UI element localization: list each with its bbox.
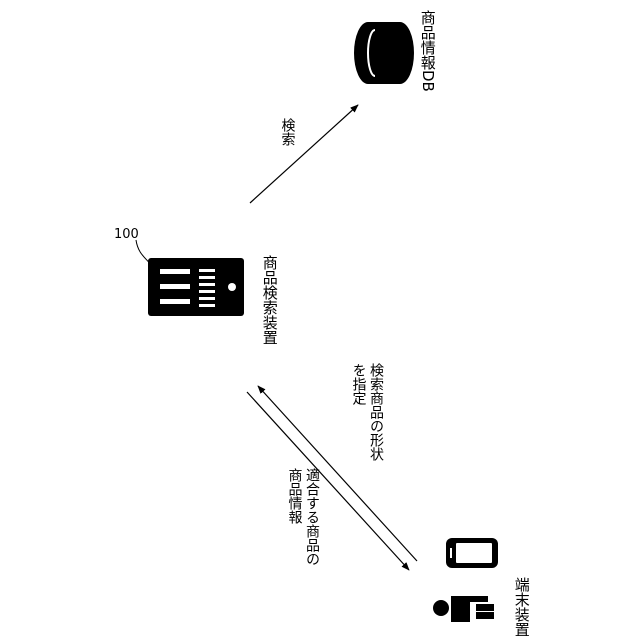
- matching-info-label-line2: 商品情報: [287, 468, 303, 524]
- specify-shape-label-line1: 検索商品の形状: [368, 363, 384, 461]
- search-arrow-label: 検索: [278, 118, 296, 146]
- search-arrow: [250, 105, 358, 203]
- matching-info-arrow: [247, 392, 409, 570]
- server-icon: [148, 258, 244, 316]
- terminal-label: 端末装置: [512, 577, 531, 637]
- smartphone-icon: [446, 538, 498, 568]
- database-label: 商品情報DB: [418, 10, 437, 92]
- specify-shape-label-line2: を指定: [351, 363, 367, 405]
- search-device-label: 商品検索装置: [260, 255, 279, 345]
- ref-number: 100: [114, 227, 139, 242]
- database-icon: [354, 22, 414, 84]
- matching-info-label-line1: 適合する商品の: [304, 468, 320, 566]
- matching-info-label: 適合する商品の商品情報: [285, 468, 320, 566]
- user-icon: [433, 596, 494, 622]
- specify-shape-label: 検索商品の形状を指定: [349, 363, 384, 461]
- specify-shape-arrow: [258, 386, 417, 561]
